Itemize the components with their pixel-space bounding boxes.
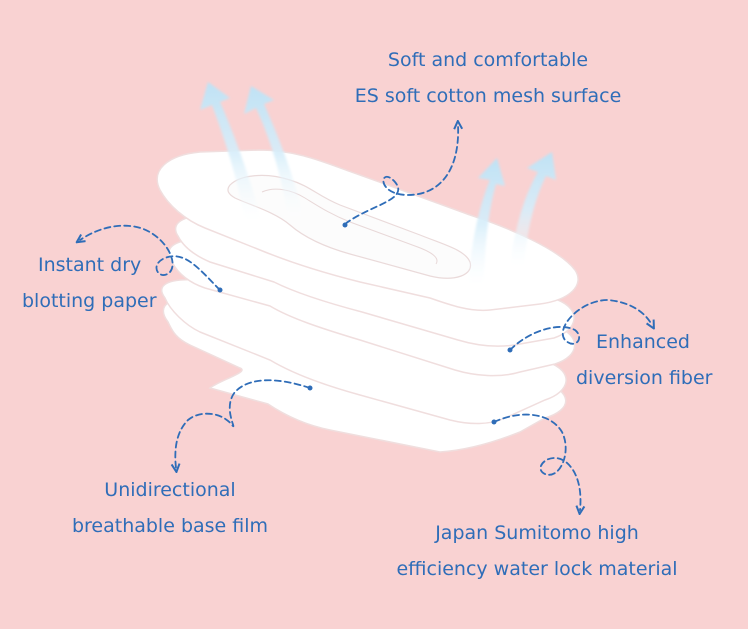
airflow-arrows bbox=[200, 82, 556, 290]
label-blotting-paper-line1: Instant dry bbox=[38, 254, 142, 276]
upward-airflow-arrow-icon bbox=[244, 86, 304, 222]
label-base-film-line1: Unidirectional bbox=[104, 479, 236, 501]
label-base-film: Unidirectional breathable base film bbox=[60, 472, 280, 544]
label-top-surface-line2: ES soft cotton mesh surface bbox=[354, 85, 622, 107]
callout-dry-paper-arrow bbox=[80, 224, 223, 293]
upward-airflow-arrow-icon bbox=[468, 158, 505, 290]
label-top-surface: Soft and comfortable ES soft cotton mesh… bbox=[338, 42, 638, 114]
upward-airflow-arrow-icon bbox=[200, 82, 262, 225]
label-top-surface-line1: Soft and comfortable bbox=[387, 49, 589, 71]
callout-base-film-arrow bbox=[175, 379, 313, 468]
callout-diversion-arrow bbox=[507, 299, 653, 353]
label-base-film-line2: breathable base film bbox=[71, 515, 269, 537]
label-water-lock-line2: efficiency water lock material bbox=[396, 558, 678, 580]
label-diversion-fiber-line1: Enhanced bbox=[596, 331, 690, 353]
callout-water-lock-arrow bbox=[491, 413, 581, 510]
upward-airflow-arrow-icon bbox=[510, 152, 556, 270]
label-blotting-paper-line2: blotting paper bbox=[22, 290, 157, 312]
label-diversion-fiber: Enhanced diversion fiber bbox=[576, 324, 713, 396]
label-diversion-fiber-line2: diversion fiber bbox=[576, 367, 713, 389]
label-water-lock: Japan Sumitomo high efficiency water loc… bbox=[392, 515, 682, 587]
label-water-lock-line1: Japan Sumitomo high bbox=[435, 522, 639, 544]
callout-surface-arrow bbox=[342, 125, 459, 228]
label-blotting-paper: Instant dry blotting paper bbox=[22, 247, 157, 319]
